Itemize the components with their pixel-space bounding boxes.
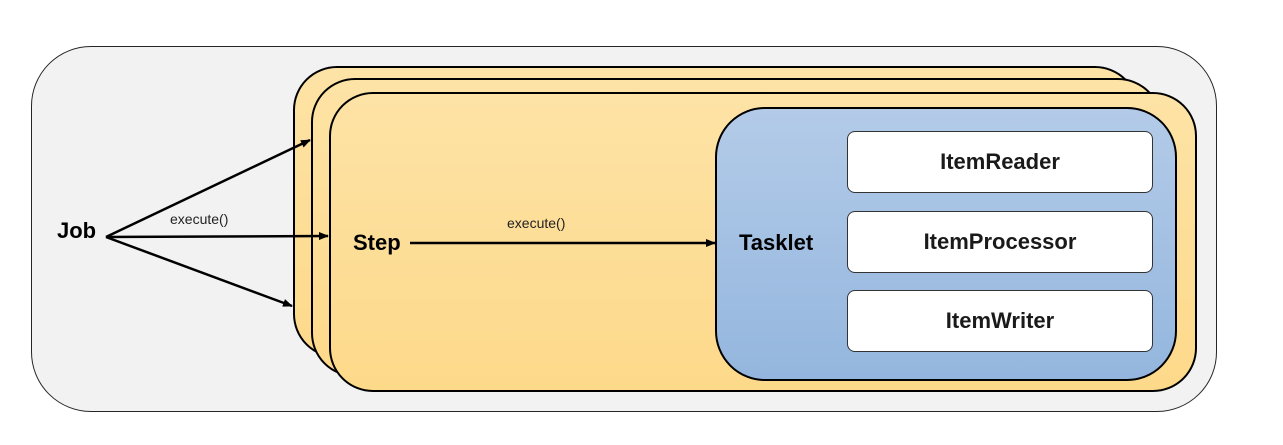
step-execute-label: execute(): [507, 215, 566, 231]
item-reader-box: ItemReader: [847, 131, 1153, 193]
item-writer-box: ItemWriter: [847, 290, 1153, 352]
tasklet-label: Tasklet: [739, 230, 814, 255]
job-label: Job: [57, 218, 97, 243]
item-processor-box: ItemProcessor: [847, 211, 1153, 273]
job-execute-label: execute(): [170, 211, 229, 227]
step-label: Step: [353, 230, 401, 255]
